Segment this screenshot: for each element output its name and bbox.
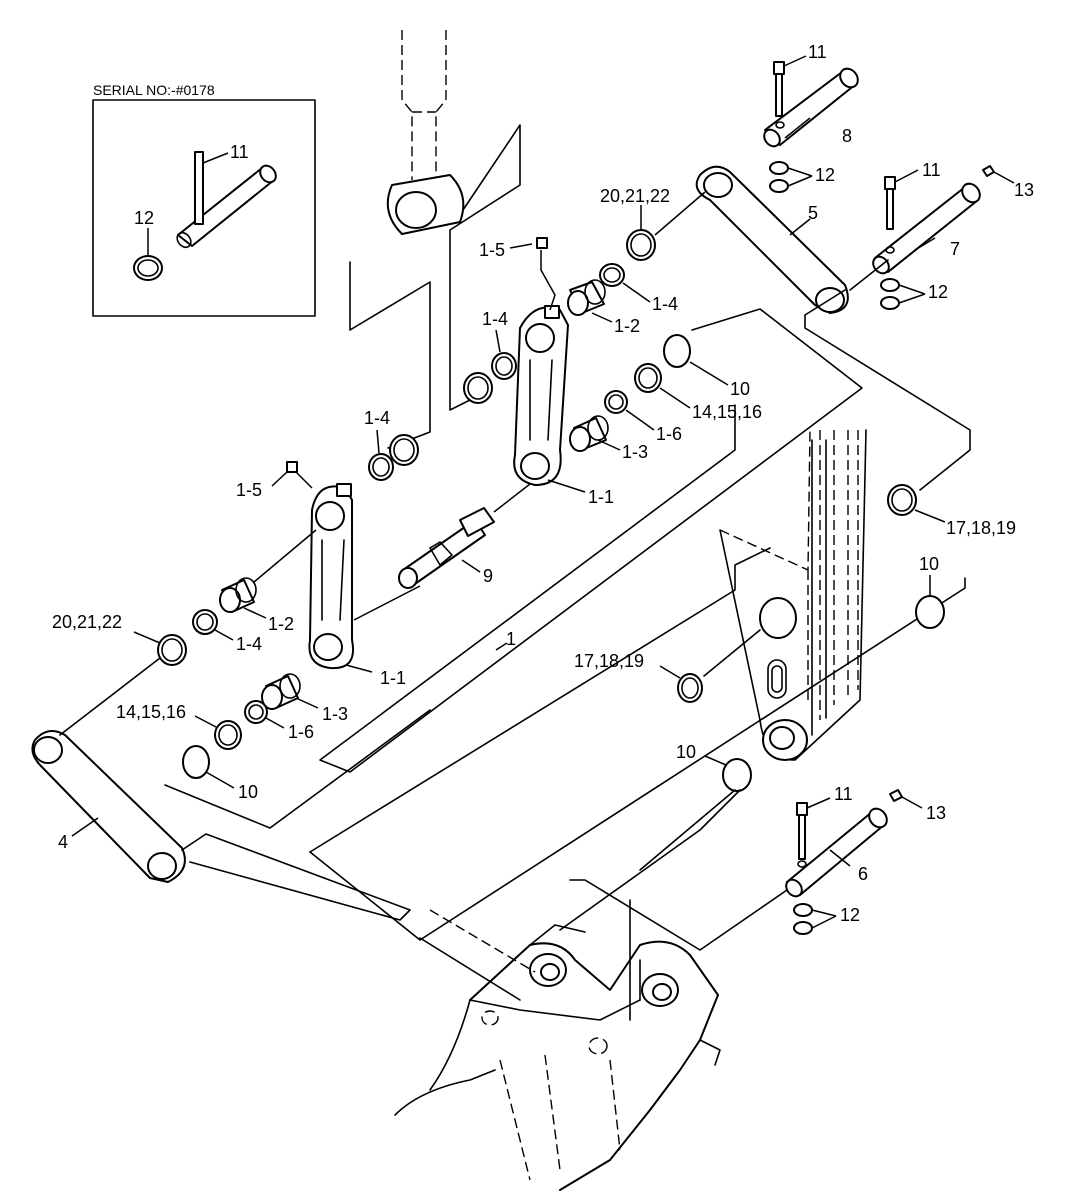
shim-17-right-icon [887, 484, 946, 523]
bolt-11-right-icon [884, 169, 919, 230]
ring-upper-icon [463, 372, 493, 404]
shim-1-4-upper-right-icon [599, 263, 651, 303]
label-14-15-16-lower: 14,15,16 [116, 702, 186, 722]
cap-10-upper-icon [663, 334, 729, 386]
label-17-18-19-right: 17,18,19 [946, 518, 1016, 538]
link-4-icon [31, 730, 186, 883]
arm-icon [719, 429, 867, 761]
label-1-1-lower: 1-1 [380, 668, 406, 688]
nut-12-lower-icon [793, 903, 837, 935]
bolt-11-top-icon [773, 55, 807, 117]
label-1-4-mid: 1-4 [364, 408, 390, 428]
label-1-1-upper: 1-1 [588, 487, 614, 507]
cap-10-right-icon [915, 575, 945, 629]
label-1-4-lower: 1-4 [236, 634, 262, 654]
grease-fitting-13-lower-icon [889, 789, 923, 809]
grease-fitting-1-5-lower-icon [271, 461, 313, 489]
label-13-lower: 13 [926, 803, 946, 823]
arm-cylinder-rod [386, 30, 465, 235]
label-12-lower: 12 [840, 905, 860, 925]
label-1-6-upper: 1-6 [656, 424, 682, 444]
inset-label-12: 12 [134, 208, 154, 228]
inset-bolt-icon [194, 151, 229, 225]
inset-title: SERIAL NO:-#0178 [93, 82, 215, 98]
inset-snap-ring-icon [133, 228, 163, 281]
label-14-15-16-upper: 14,15,16 [692, 402, 762, 422]
nut-12-top-icon [769, 161, 813, 193]
shim-20-top-icon [626, 191, 706, 261]
label-12-right: 12 [928, 282, 948, 302]
grease-fitting-13-top-icon [982, 165, 1015, 184]
labels: 11 8 12 20,21,22 5 11 13 7 12 1-5 1-4 1-… [52, 42, 1034, 925]
shim-14-lower-icon [194, 715, 242, 750]
pin-9-icon [398, 507, 495, 589]
label-1-4-upper-left: 1-4 [482, 309, 508, 329]
inset-pin-icon [176, 164, 277, 249]
shim-1-4-upper-left-icon [491, 329, 517, 380]
label-5: 5 [808, 203, 818, 223]
cap-10-lower-mid-icon [704, 755, 752, 792]
link-1-1-lower-icon [308, 483, 354, 670]
bushing-1-3-upper-icon [569, 415, 621, 452]
pin-8-icon [763, 67, 859, 148]
label-11-top: 11 [808, 42, 827, 62]
inset-panel: SERIAL NO:-#0178 11 12 [92, 82, 316, 317]
label-10-lower-left: 10 [238, 782, 258, 802]
label-10-lower-mid: 10 [676, 742, 696, 762]
label-1-5-lower: 1-5 [236, 480, 262, 500]
label-1-3-upper: 1-3 [622, 442, 648, 462]
label-10-upper: 10 [730, 379, 750, 399]
label-20-21-22-lower: 20,21,22 [52, 612, 122, 632]
label-13-top: 13 [1014, 180, 1034, 200]
bolt-11-lower-icon [796, 797, 831, 860]
label-7: 7 [950, 239, 960, 259]
label-11-right: 11 [922, 160, 941, 180]
label-4: 4 [58, 832, 68, 852]
label-20-21-22-top: 20,21,22 [600, 186, 670, 206]
label-1-2-upper: 1-2 [614, 316, 640, 336]
bushing-1-2-upper-icon [567, 279, 613, 323]
shim-1-6-upper-icon [604, 390, 655, 431]
shim-1-6-lower-icon [244, 700, 285, 729]
shim-1-4-lower-icon [192, 609, 234, 641]
link-1-1-upper-icon [513, 305, 569, 486]
grease-fitting-1-5-upper-icon [509, 237, 556, 311]
label-1-6-lower: 1-6 [288, 722, 314, 742]
shim-20-lower-icon [133, 631, 187, 666]
shim-14-upper-icon [634, 363, 691, 409]
inset-label-11: 11 [230, 142, 249, 162]
label-1-4-upper-right: 1-4 [652, 294, 678, 314]
pin-7-icon [872, 182, 981, 275]
label-8: 8 [842, 126, 852, 146]
cap-10-lower-left-icon [182, 745, 235, 789]
boom-tip-icon [394, 899, 721, 1191]
bushing-1-2-lower-icon [219, 529, 317, 619]
shim-1-4-mid-icon [368, 429, 419, 481]
label-17-18-19-left: 17,18,19 [574, 651, 644, 671]
label-6: 6 [858, 864, 868, 884]
label-9: 9 [483, 566, 493, 586]
label-1-3-lower: 1-3 [322, 704, 348, 724]
label-10-right: 10 [919, 554, 939, 574]
bushing-1-3-lower-icon [261, 673, 319, 710]
label-12-top: 12 [815, 165, 835, 185]
label-1-5-upper: 1-5 [479, 240, 505, 260]
nut-12-right-icon [880, 278, 926, 310]
label-11-lower: 11 [834, 784, 853, 804]
label-1-2-lower: 1-2 [268, 614, 294, 634]
shim-17-left-icon [659, 665, 703, 703]
label-1: 1 [506, 629, 516, 649]
